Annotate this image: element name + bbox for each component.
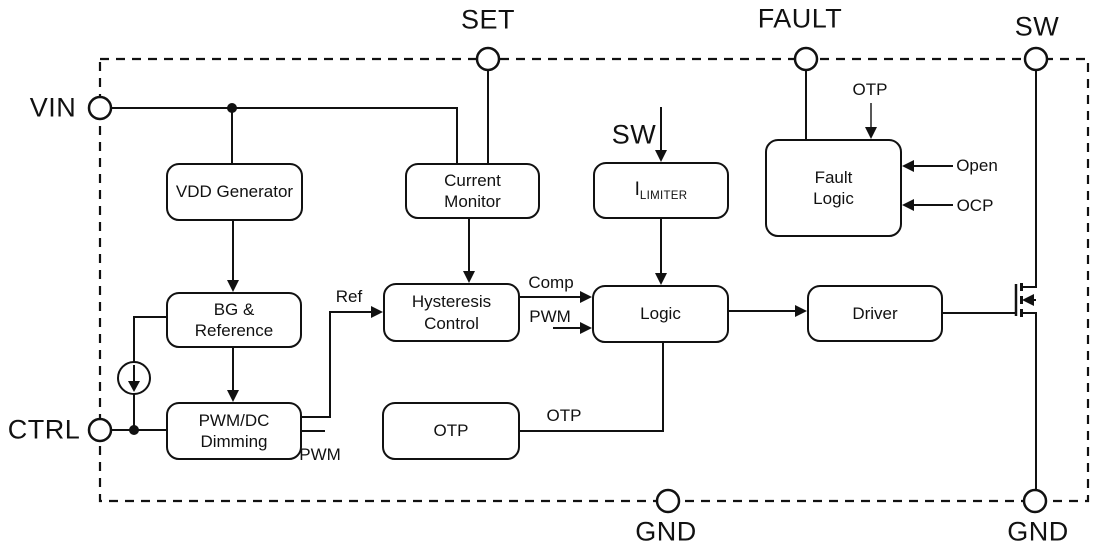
block-current-monitor-label: Current Monitor: [444, 170, 501, 211]
block-otp-label: OTP: [433, 421, 469, 441]
pin-vin-circle: [87, 95, 113, 121]
wire-ref: [302, 311, 372, 418]
block-bg-reference: BG & Reference: [166, 292, 302, 348]
wire-source-to-gnd: [1022, 312, 1037, 490]
junction-dot-ctrl: [129, 425, 139, 435]
arrow-otp-fault: [865, 127, 877, 139]
block-logic: Logic: [592, 285, 729, 343]
block-hysteresis-control: Hysteresis Control: [383, 283, 520, 342]
block-hysteresis-control-label: Hysteresis Control: [411, 292, 492, 333]
arrow-comp: [580, 291, 592, 303]
pin-label-ctrl: CTRL: [7, 414, 81, 445]
chip-boundary: [98, 57, 1090, 503]
wire-otp-to-logic: [520, 343, 664, 432]
block-fault-logic: Fault Logic: [765, 139, 902, 237]
arrow-ref: [371, 306, 383, 318]
arrow-vdd-to-bg: [227, 280, 239, 292]
arrow-bg-to-pwm: [227, 390, 239, 402]
wire-bg-to-source: [133, 316, 166, 362]
arrow-ilim-to-logic: [655, 273, 667, 285]
pin-set-circle: [475, 46, 501, 72]
wire-sw-drain: [1022, 70, 1037, 288]
block-vdd-generator-label: VDD Generator: [175, 182, 294, 202]
block-bg-reference-label: BG & Reference: [194, 299, 274, 340]
arrow-pwm-in: [580, 322, 592, 334]
arrow-sw-in: [655, 150, 667, 162]
pin-label-fault: FAULT: [757, 3, 843, 34]
arrow-open: [902, 160, 914, 172]
arrowheads: [227, 127, 1034, 402]
block-driver-label: Driver: [852, 303, 898, 323]
signal-label-otp-fault: OTP: [852, 80, 888, 99]
block-i-limiter: ILIMITER: [593, 162, 729, 219]
block-pwm-dc-dimming-label: PWM/DC Dimming: [198, 410, 270, 451]
arrow-body: [1022, 294, 1034, 306]
signal-label-open: Open: [956, 156, 998, 175]
signal-label-sw-input: SW: [611, 119, 657, 150]
wires: [111, 70, 1037, 490]
arrow-logic-to-driver: [795, 305, 807, 317]
signal-label-comp: Comp: [528, 273, 574, 292]
pin-fault-circle: [793, 46, 819, 72]
arrow-cm-to-hyst: [463, 271, 475, 283]
signal-label-pwm-in: PWM: [529, 307, 571, 326]
block-fault-logic-label: Fault Logic: [813, 167, 854, 208]
block-logic-label: Logic: [640, 304, 681, 324]
block-i-limiter-label: ILIMITER: [634, 178, 688, 202]
pin-label-sw: SW: [1014, 11, 1060, 42]
block-otp: OTP: [382, 402, 520, 460]
pin-label-set: SET: [460, 4, 516, 35]
signal-label-otp-wire: OTP: [546, 406, 582, 425]
block-current-monitor: Current Monitor: [405, 163, 540, 219]
pin-label-gnd-left: GND: [635, 516, 697, 547]
pin-gnd-right-circle: [1022, 488, 1048, 514]
signal-label-pwm-out: PWM: [299, 445, 341, 464]
pin-sw-circle: [1023, 46, 1049, 72]
signal-label-ocp: OCP: [956, 196, 994, 215]
pin-gnd-left-circle: [655, 488, 681, 514]
block-driver: Driver: [807, 285, 943, 342]
junction-dot-vin: [227, 103, 237, 113]
signal-label-ref: Ref: [335, 287, 363, 306]
current-source-symbol: [117, 361, 151, 395]
block-vdd-generator: VDD Generator: [166, 163, 303, 221]
mosfet-symbol: [1014, 283, 1023, 317]
wire-vin: [111, 107, 458, 163]
package-pins: [87, 46, 1049, 514]
pin-label-vin: VIN: [29, 92, 77, 123]
arrow-ocp: [902, 199, 914, 211]
pin-label-gnd-right: GND: [1007, 516, 1069, 547]
block-pwm-dc-dimming: PWM/DC Dimming: [166, 402, 302, 460]
pin-ctrl-circle: [87, 417, 113, 443]
